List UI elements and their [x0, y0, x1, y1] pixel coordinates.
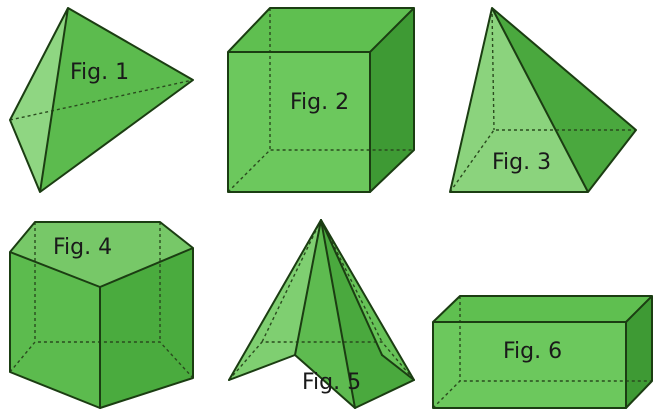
tetra-front-face — [40, 8, 193, 192]
figure-6-rectangular-prism: Fig. 6 — [432, 295, 653, 409]
box-top-face — [433, 296, 652, 322]
prism-left-face — [10, 252, 100, 408]
prism-hidden-bottom — [9, 341, 194, 379]
tetra-outline — [9, 7, 194, 193]
figure-6-label: Fig. 6 — [503, 339, 562, 364]
figure-3-label: Fig. 3 — [492, 150, 551, 175]
figure-5-hexagonal-pyramid: Fig. 5 — [228, 219, 415, 409]
cube-top-face — [228, 8, 414, 52]
figure-4-pentagonal-prism: Fig. 4 — [9, 221, 194, 409]
hexpyr-front-edge-2 — [320, 219, 356, 409]
figure-4-label: Fig. 4 — [53, 235, 112, 260]
figure-2-cube: Fig. 2 — [227, 7, 415, 193]
cube-hidden-edges — [227, 149, 414, 193]
figure-2-label: Fig. 2 — [290, 90, 349, 115]
hexpyr-hidden-edge-2 — [320, 219, 383, 343]
pyramid-right-face — [492, 8, 636, 192]
figure-1-label: Fig. 1 — [70, 60, 129, 85]
figure-1-tetrahedron: Fig. 1 — [9, 7, 194, 193]
prism-right-face — [100, 248, 193, 408]
hexpyr-hidden-edge-1 — [261, 219, 322, 343]
cube-front-face — [228, 52, 370, 192]
hexpyr-hidden-base — [228, 341, 415, 381]
cube-right-face — [370, 8, 414, 192]
pyramid-hidden-apex — [491, 7, 495, 131]
box-right-face — [626, 296, 652, 408]
figure-3-pyramid: Fig. 3 — [449, 7, 637, 193]
figure-5-label: Fig. 5 — [302, 370, 361, 395]
pyramid-hidden-edges — [449, 129, 636, 193]
hexpyr-front-edge-1 — [294, 219, 322, 356]
tetra-left-face — [10, 8, 68, 192]
prism-top-face — [10, 222, 193, 287]
prism-outline — [9, 221, 194, 409]
box-front-face — [433, 322, 626, 408]
pyramid-front-face — [450, 8, 588, 192]
tetra-hidden-edge — [9, 79, 194, 121]
hexpyr-front-left-face — [295, 220, 355, 408]
hexpyr-front-edge-3 — [320, 219, 383, 356]
pyramid-outline — [449, 7, 637, 193]
